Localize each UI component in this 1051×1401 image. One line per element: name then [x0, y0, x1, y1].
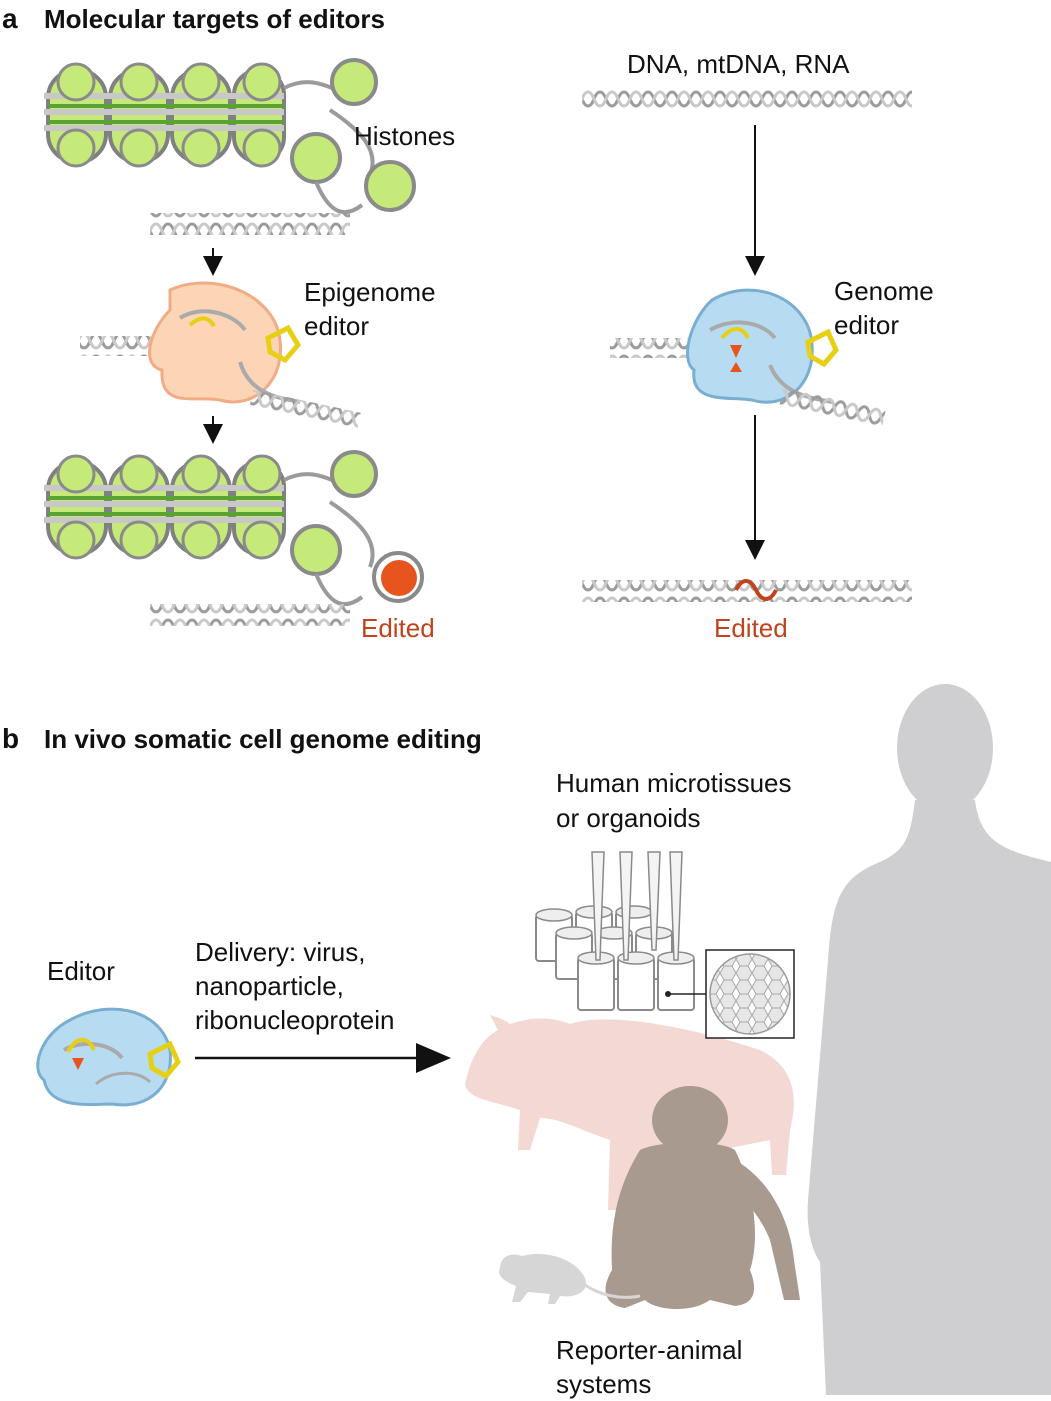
delivery-label-line1: Delivery: virus,	[195, 937, 366, 967]
reporter-label-line1: Reporter-animal	[556, 1335, 743, 1365]
edited-label-left: Edited	[361, 613, 435, 643]
free-nucleosomes-top	[290, 58, 416, 212]
microtissues-label-line1: Human microtissues	[556, 768, 792, 798]
primate-silhouette	[605, 1086, 800, 1310]
genome-editor-complex	[610, 288, 886, 429]
genome-editor-protein	[686, 288, 814, 404]
epigenome-editor-label-line2: editor	[304, 311, 370, 341]
edited-histone-mark	[381, 560, 417, 596]
genome-editor-label-line1: Genome	[834, 276, 934, 306]
chromatin-bottom	[44, 450, 424, 626]
epigenome-editor-protein	[148, 281, 283, 404]
panel-a-letter: a	[2, 3, 18, 34]
epigenome-editor-complex	[80, 281, 361, 433]
target-dna-strand	[582, 88, 912, 110]
panel-b-letter: b	[2, 723, 20, 754]
nucleic-acids-label: DNA, mtDNA, RNA	[627, 49, 850, 79]
genome-editor-label-line2: editor	[834, 310, 900, 340]
epigenome-editor-label-line1: Epigenome	[304, 277, 436, 307]
nucleosome-array-top	[44, 62, 286, 168]
editor-protein-b	[36, 1007, 172, 1107]
delivery-label-line3: ribonucleoprotein	[195, 1005, 395, 1035]
mouse-silhouette	[499, 1254, 641, 1304]
histones-label: Histones	[354, 121, 456, 151]
edited-dna-segment	[734, 579, 778, 601]
editor-label: Editor	[47, 956, 115, 986]
edited-label-right: Edited	[714, 613, 788, 643]
panel-a-title: Molecular targets of editors	[44, 4, 385, 34]
organoid-icon	[709, 953, 791, 1035]
guide-rna	[188, 316, 216, 328]
panel-b-title: In vivo somatic cell genome editing	[44, 724, 482, 754]
microtissue-wells	[535, 851, 795, 1039]
editor-b	[36, 1007, 181, 1107]
microtissues-label-line2: or organoids	[556, 803, 701, 833]
dna-strand	[150, 213, 350, 235]
human-silhouette	[807, 684, 1051, 1395]
delivery-label-line2: nanoparticle,	[195, 971, 344, 1001]
chromatin-top	[44, 58, 416, 235]
pipette-tips	[591, 851, 683, 961]
reporter-label-line2: systems	[556, 1369, 652, 1399]
edited-dna-strand	[582, 580, 912, 602]
